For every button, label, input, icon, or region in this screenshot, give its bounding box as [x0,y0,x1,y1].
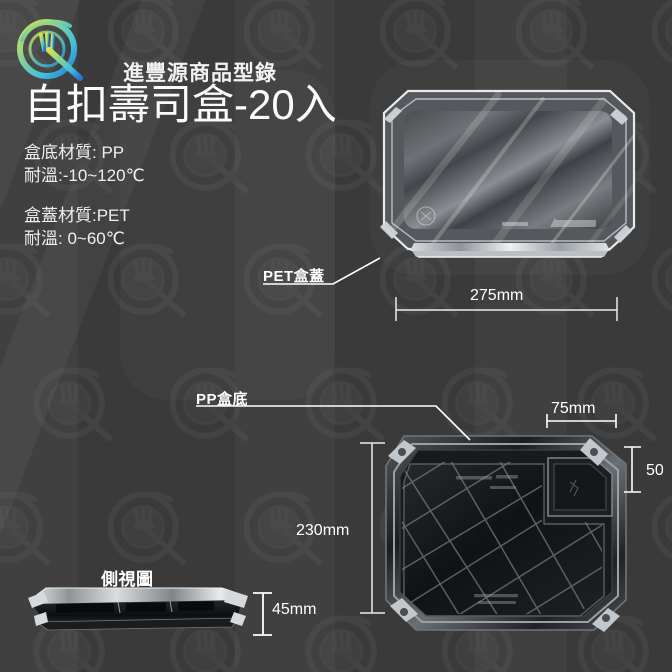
watermark-logo-icon [33,367,113,442]
dimension-line-230mm [360,442,385,614]
watermark-logo-icon [243,0,323,70]
watermark-logo-icon [0,491,51,566]
watermark-logo-icon [243,491,323,566]
dimension-text-230mm: 230mm [296,522,350,539]
watermark-logo-icon [107,243,187,318]
spec-base: 盒底材質: PP 耐溫:-10~120℃ [24,142,145,188]
spec-lid-material: 盒蓋材質:PET [24,206,130,225]
product-title: 自扣壽司盒-20入 [24,81,337,128]
callout-label-side-view: 側視圖 [101,570,154,589]
spec-base-material: 盒底材質: PP [24,143,125,162]
watermark-logo-icon [577,367,657,442]
watermark-logo-icon [515,0,595,70]
dimension-line-45mm [253,592,272,636]
spec-lid-temp: 耐溫: 0~60℃ [24,228,125,248]
watermark-logo-icon [33,119,113,194]
leader-line-pet-lid [263,257,381,285]
dimension-text-50: 50 [646,462,664,479]
dimension-text-45mm: 45mm [272,601,317,618]
watermark-logo-icon [651,246,672,312]
dimension-line-275mm [395,297,618,321]
watermark-logo-icon [169,119,249,194]
watermark-logo-icon [305,615,377,672]
pet-lid-photo [380,89,636,258]
watermark-logo-icon [305,367,385,442]
spec-lid: 盒蓋材質:PET 耐溫: 0~60℃ [24,205,130,251]
dimension-text-275mm: 275mm [470,287,524,304]
watermark-logo-icon [0,243,51,318]
callout-label-pet-lid: PET盒蓋 [263,268,325,285]
watermark-logo-icon [651,0,672,64]
watermark-logo-icon [651,494,672,560]
watermark-logo-icon [305,119,385,194]
watermark-logo-icon [441,367,521,442]
watermark-logo-icon [379,0,459,70]
watermark-logo-icon [243,243,323,318]
dimension-line-50 [624,446,641,493]
dimension-text-75mm: 75mm [551,400,596,417]
watermark-logo-icon [107,491,187,566]
pp-tray-photo [385,435,627,632]
catalog-title: 進豐源商品型錄 [123,62,277,85]
watermark-logo-icon [107,0,187,70]
side-view-photo [28,587,248,631]
spec-base-temp: 耐溫:-10~120℃ [24,165,145,185]
leader-line-pp-base [196,405,471,441]
watermark-logo-icon [169,367,249,442]
callout-label-pp-base: PP盒底 [196,391,249,408]
dimension-line-75mm [546,414,617,428]
q-fork-plate-logo [17,19,83,81]
